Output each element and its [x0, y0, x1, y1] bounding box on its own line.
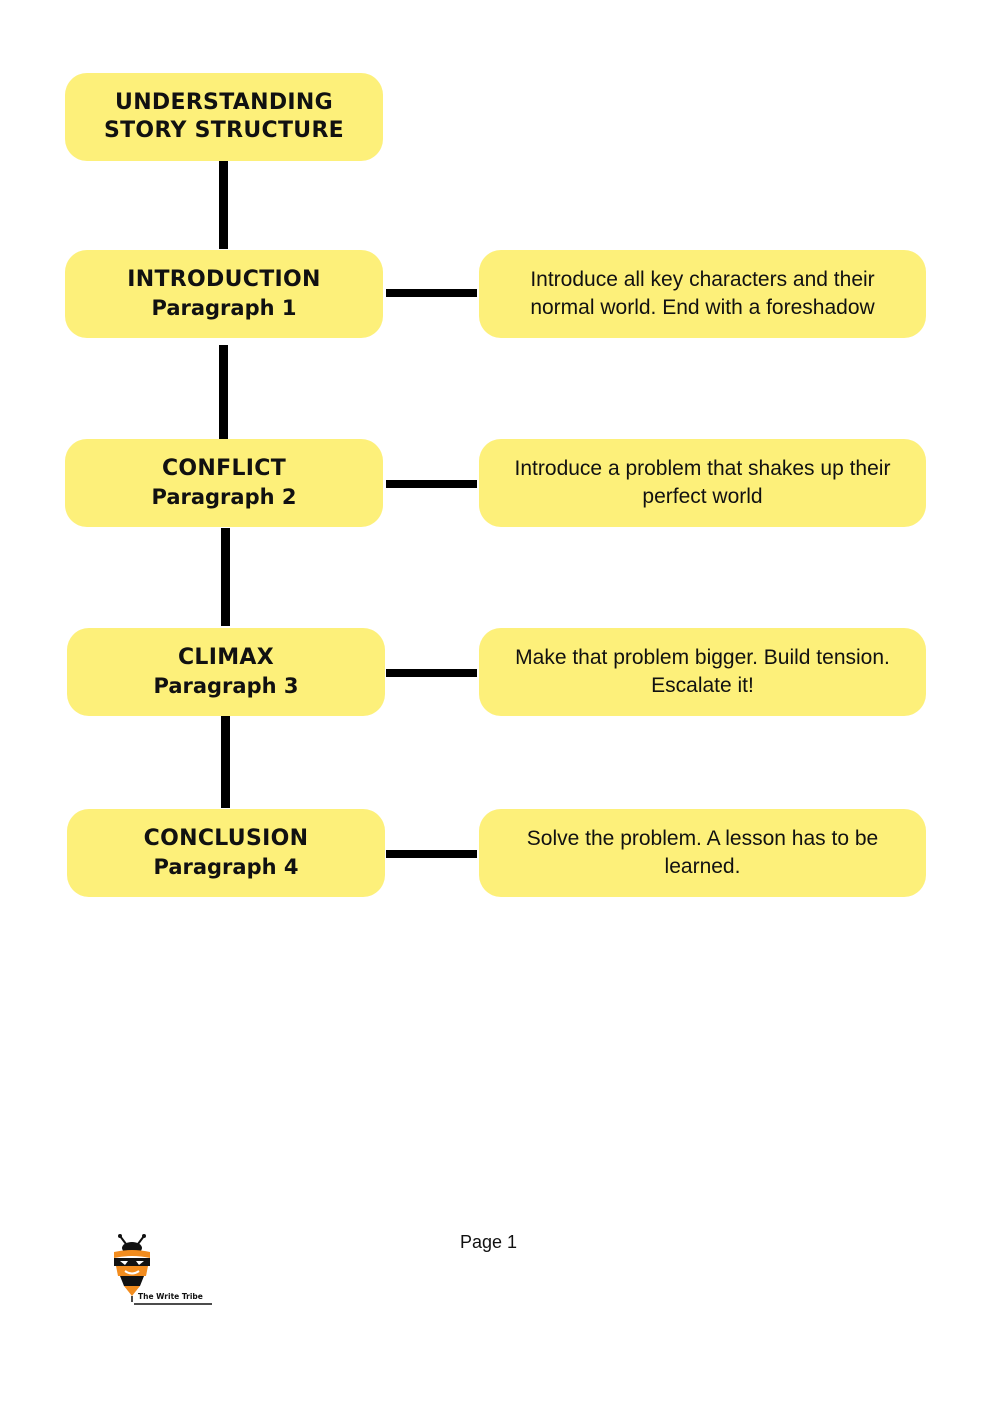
conclusion-box: CONCLUSION Paragraph 4 — [67, 809, 385, 897]
conflict-description: Introduce a problem that shakes up their… — [514, 457, 891, 508]
conflict-box: CONFLICT Paragraph 2 — [65, 439, 383, 527]
intro-paragraph-label: Paragraph 1 — [151, 296, 297, 320]
connector-title-intro — [219, 157, 228, 249]
title-line-2: STORY STRUCTURE — [103, 118, 345, 143]
connector-conflict-desc — [386, 480, 477, 488]
connector-intro-conflict — [219, 345, 228, 439]
climax-description: Make that problem bigger. Build tension.… — [515, 646, 890, 697]
climax-heading: CLIMAX — [177, 645, 275, 670]
page-number: Page 1 — [460, 1232, 518, 1252]
climax-box: CLIMAX Paragraph 3 — [67, 628, 385, 716]
climax-description-box: Make that problem bigger. Build tension.… — [479, 628, 926, 716]
title-line-1: UNDERSTANDING — [115, 90, 333, 115]
conclusion-description-box: Solve the problem. A lesson has to be le… — [479, 809, 926, 897]
title-box: UNDERSTANDING STORY STRUCTURE — [65, 73, 383, 161]
logo-text: The Write Tribe — [138, 1292, 203, 1301]
intro-description: Introduce all key characters and their n… — [530, 268, 875, 319]
conclusion-paragraph-label: Paragraph 4 — [153, 855, 299, 879]
intro-heading: INTRODUCTION — [127, 267, 321, 292]
connector-climax-desc — [386, 669, 477, 677]
intro-description-box: Introduce all key characters and their n… — [479, 250, 926, 338]
connector-climax-conclusion — [221, 716, 230, 808]
conclusion-description: Solve the problem. A lesson has to be le… — [526, 827, 879, 878]
connector-intro-desc — [386, 289, 477, 297]
conflict-description-box: Introduce a problem that shakes up their… — [479, 439, 926, 527]
intro-box: INTRODUCTION Paragraph 1 — [65, 250, 383, 338]
bee-logo-icon: The Write Tribe — [106, 1234, 216, 1308]
conflict-paragraph-label: Paragraph 2 — [151, 485, 297, 509]
connector-conclusion-desc — [386, 850, 477, 858]
climax-paragraph-label: Paragraph 3 — [153, 674, 299, 698]
conclusion-heading: CONCLUSION — [143, 826, 309, 851]
conflict-heading: CONFLICT — [161, 456, 287, 481]
connector-conflict-climax — [221, 528, 230, 626]
